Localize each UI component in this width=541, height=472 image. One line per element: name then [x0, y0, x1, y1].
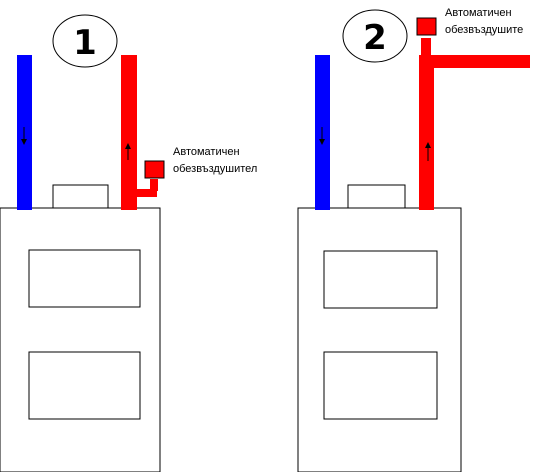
- panel-number-badge-1: [52, 14, 118, 68]
- boiler-window-lower-2: [323, 351, 438, 420]
- vent-stem-1: [150, 179, 158, 191]
- air-vent-device-2: [416, 17, 437, 36]
- panel-number-2: 2: [363, 18, 387, 58]
- flow-arrow-up-head-2: [425, 142, 431, 148]
- flow-arrow-down-head-1: [21, 139, 27, 145]
- flow-arrow-down-head-2: [319, 139, 325, 145]
- supply-pipe-2: [419, 55, 434, 210]
- panel-number-badge-2: [342, 9, 408, 63]
- boiler-body-1: [0, 207, 161, 472]
- supply-pipe-1: [121, 55, 137, 210]
- boiler-top-cap-2: [347, 184, 406, 209]
- vent-stem-2: [421, 38, 431, 55]
- vent-label-2-line2: обезвъздушите: [445, 24, 523, 36]
- panel-number-1: 1: [73, 23, 97, 63]
- vent-label-1-line1: Автоматичен: [173, 146, 240, 158]
- panel-2: Автоматичен обезвъздушите 2: [297, 7, 530, 472]
- vent-label-2-line1: Автоматичен: [445, 7, 512, 19]
- vent-label-1-line2: обезвъздушител: [173, 163, 257, 175]
- air-vent-device-1: [144, 160, 165, 179]
- boiler-top-cap-1: [52, 184, 109, 209]
- boiler-window-upper-2: [323, 250, 438, 309]
- boiler-body-2: [297, 207, 462, 472]
- supply-pipe-horizontal-2: [419, 55, 530, 68]
- boiler-window-lower-1: [28, 351, 141, 420]
- flow-arrow-up-head-1: [125, 143, 131, 149]
- panel-1: Автоматичен обезвъздушител 1: [0, 14, 257, 472]
- boiler-window-upper-1: [28, 249, 141, 308]
- vent-branch-pipe-1: [137, 189, 157, 197]
